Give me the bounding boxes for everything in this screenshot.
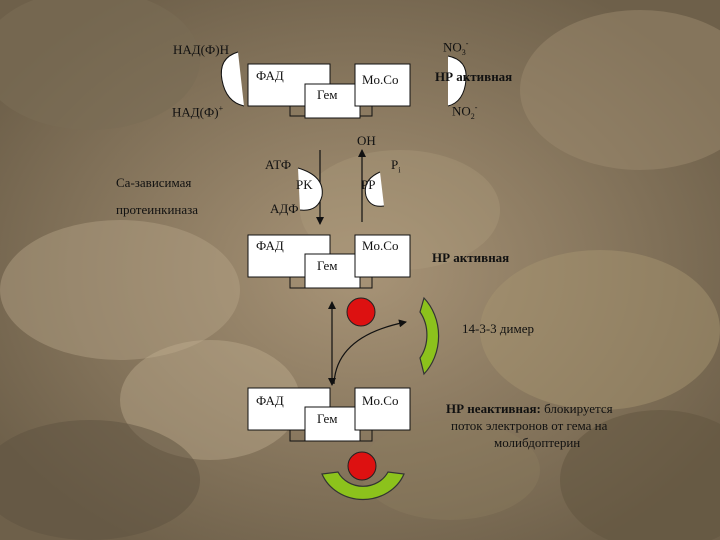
top-hinge-right xyxy=(360,106,372,116)
bot-state-line1: НР неактивная: блокируется xyxy=(446,402,613,415)
pi-label: Pi xyxy=(391,158,400,175)
dimer-crescent-green xyxy=(420,298,439,374)
pk-label: PK xyxy=(296,178,313,191)
nitrate-label: NO3- xyxy=(443,40,468,57)
kinase-line2: протеинкиназа xyxy=(116,203,198,216)
bot-state-bold: НР неактивная: xyxy=(446,401,541,416)
nitrate-sub: 3 xyxy=(462,48,466,57)
bot-hinge-left xyxy=(290,430,305,441)
pp-label: PP xyxy=(361,178,375,191)
bot-moco-label: Mo.Co xyxy=(362,394,398,407)
top-heme-label: Гем xyxy=(317,88,338,101)
nitrite-sub: 2 xyxy=(471,112,475,121)
nitrate-sup: - xyxy=(466,39,469,48)
top-enzyme xyxy=(221,52,466,118)
bot-heme-label: Гем xyxy=(317,412,338,425)
bot-hinge-right xyxy=(360,430,372,441)
adp-label: АДФ xyxy=(270,202,299,215)
pi-sub: i xyxy=(398,166,400,175)
dimer-binding-arrow xyxy=(334,322,406,384)
kinase-line1: Са-зависимая xyxy=(116,176,191,189)
oh-label: OH xyxy=(357,134,376,147)
mid-fad-label: ФАД xyxy=(256,239,284,252)
dimer-label: 14-3-3 димер xyxy=(462,322,534,335)
top-fad-label: ФАД xyxy=(256,69,284,82)
top-hinge-left xyxy=(290,106,305,116)
bottom-phospho-red xyxy=(348,452,376,480)
mid-hinge-left xyxy=(290,277,305,288)
phospho-site-red xyxy=(347,298,375,326)
nadph-curve xyxy=(221,52,244,106)
mid-hinge-right xyxy=(360,277,372,288)
mid-moco-label: Mo.Co xyxy=(362,239,398,252)
nitrate-base: NO xyxy=(443,39,462,54)
nadp-plus-sup: + xyxy=(219,104,224,113)
top-moco-label: Mo.Co xyxy=(362,73,398,86)
top-state-label: НР активная xyxy=(435,70,512,83)
nitrite-sup: - xyxy=(475,103,478,112)
bot-state-rest: блокируется xyxy=(541,401,613,416)
atp-label: АТФ xyxy=(265,158,291,171)
mid-heme-label: Гем xyxy=(317,259,338,272)
nadp-plus-label: НАД(Ф)+ xyxy=(172,105,223,118)
mid-state-label: НР активная xyxy=(432,251,509,264)
bot-desc-line2: поток электронов от гема на xyxy=(451,419,607,432)
nadph-label: НАД(Ф)Н xyxy=(173,43,229,56)
bot-desc-line3: молибдоптерин xyxy=(494,436,580,449)
bot-fad-label: ФАД xyxy=(256,394,284,407)
nitrite-base: NO xyxy=(452,103,471,118)
nitrite-label: NO2- xyxy=(452,104,477,121)
nadp-plus-base: НАД(Ф) xyxy=(172,104,219,119)
